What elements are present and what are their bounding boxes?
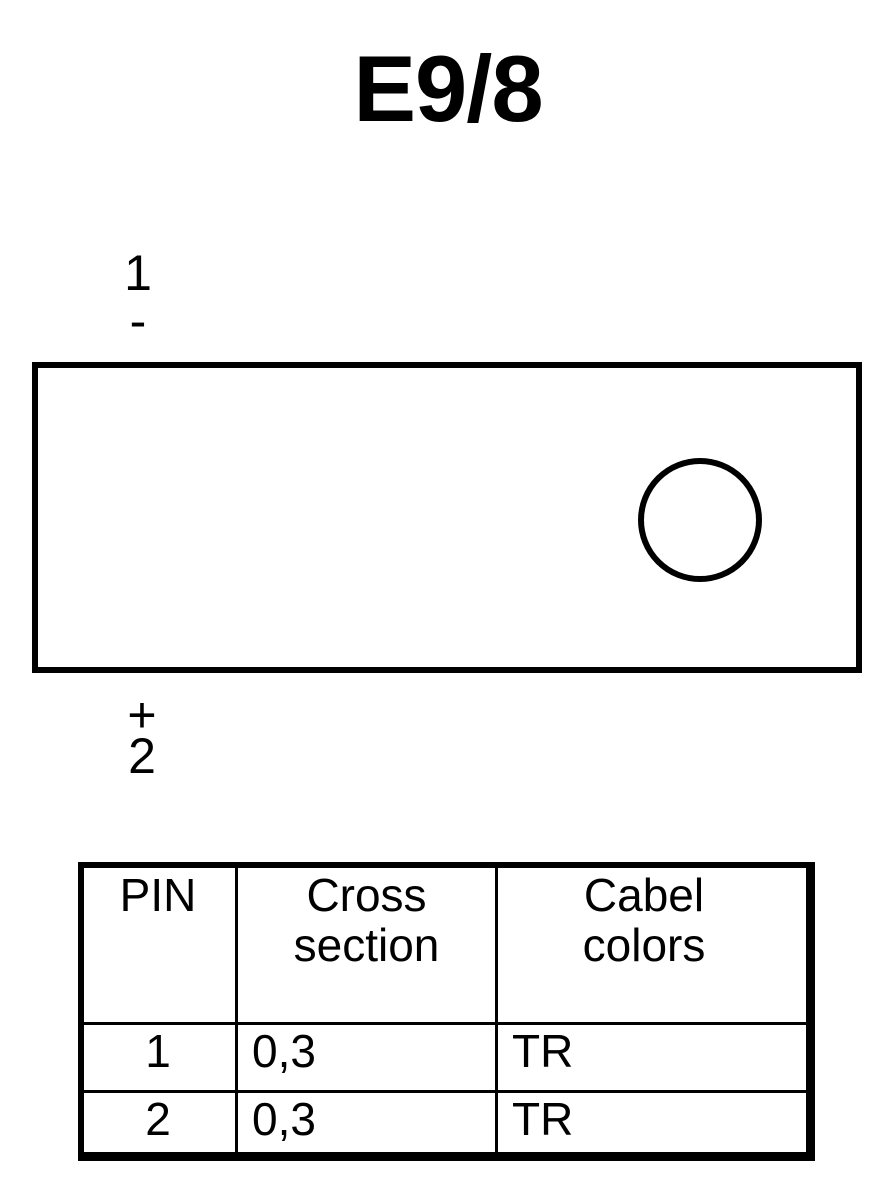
header-cable-colors-wrapper: Cabel colors	[504, 869, 784, 971]
header-cable-colors-line-2: colors	[582, 918, 706, 971]
row-2-cross-section: 0,3	[235, 1090, 498, 1161]
mounting-hole-icon	[638, 458, 762, 582]
page-title: E9/8	[353, 36, 543, 141]
header-cell-cable-colors: Cabel colors	[495, 862, 815, 1025]
row-1-pin: 1	[78, 1022, 238, 1093]
header-pin-line-1: PIN	[119, 869, 197, 921]
table-row: 2 0,3 TR	[78, 1090, 815, 1161]
row-1-cross-section: 0,3	[235, 1022, 498, 1093]
row-1-cable-color: TR	[495, 1022, 815, 1093]
header-cell-pin: PIN	[78, 862, 238, 1025]
pin-1-polarity-label: -	[129, 293, 147, 349]
pin-1-number-label: 1	[124, 245, 152, 301]
header-cable-colors-line-1: Cabel	[583, 869, 705, 921]
pin-2-polarity-label: +	[127, 687, 157, 743]
table-header-row: PIN Cross section Cabel colors	[78, 862, 815, 1025]
header-cross-section-line-2: section	[293, 918, 440, 971]
header-cross-section-line-1: Cross	[306, 869, 427, 921]
pinout-table: PIN Cross section Cabel colors 1 0,3 TR	[78, 862, 815, 1161]
pin-2-number-label: 2	[128, 728, 156, 784]
header-cell-cross-section: Cross section	[235, 862, 498, 1025]
row-2-cable-color: TR	[495, 1090, 815, 1161]
table-row: 1 0,3 TR	[78, 1022, 815, 1093]
row-2-pin: 2	[78, 1090, 238, 1161]
